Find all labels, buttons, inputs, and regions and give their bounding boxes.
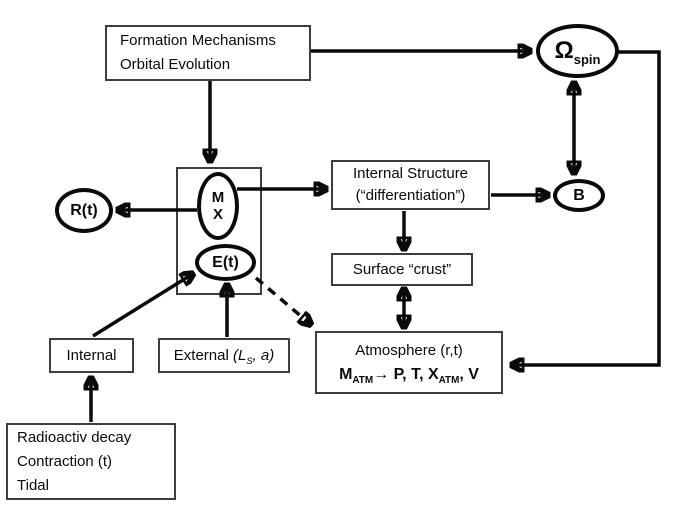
internal-structure-line1: Internal Structure [352,165,469,182]
external-rest: , a) [252,347,275,364]
spin-ellipse: Ωspin [536,24,619,78]
atmosphere-formula: MATM→ P, T, XATM, V [339,363,479,387]
atm-m-sub: ATM [352,374,374,386]
energy-label: E(t) [212,253,239,271]
energy-ellipse: E(t) [195,244,256,281]
external-label: External (LS, a) [173,347,275,366]
arrow-energy-to-atmosphere-dashed [254,276,309,323]
atm-tail: , V [459,365,479,383]
internal-label: Internal [66,347,117,364]
heat-sources-box: Radioactiv decay Contraction (t) Tidal [6,423,176,500]
mass-label: M [211,189,225,206]
internal-structure-line2: (“differentiation”) [355,187,466,204]
magnetic-field-ellipse: B [553,179,605,212]
external-energy-box: External (LS, a) [158,338,290,373]
atmosphere-line1: Atmosphere (r,t) [355,341,463,359]
heat-source-line3: Tidal [17,476,49,494]
formation-line1: Formation Mechanisms [120,32,276,49]
external-l-sub: S [246,356,253,366]
internal-structure-box: Internal Structure (“differentiation”) [331,160,490,210]
atm-mid: → P, T, X [373,365,439,383]
heat-source-line2: Contraction (t) [17,452,113,470]
omega-symbol: Ω [554,37,574,64]
magnetic-field-label: B [573,186,585,204]
composition-label: X [212,206,223,223]
heat-source-line1: Radioactiv decay [17,428,132,446]
spin-label: Ωspin [554,37,601,67]
external-l: (L [232,347,247,364]
surface-crust-box: Surface “crust” [331,253,473,286]
internal-energy-box: Internal [49,338,134,373]
atm-m: M [339,365,353,383]
formation-line2: Orbital Evolution [120,56,231,73]
atmosphere-box: Atmosphere (r,t) MATM→ P, T, XATM, V [315,331,503,394]
omega-sub: spin [573,51,601,67]
formation-mechanisms-box: Formation Mechanisms Orbital Evolution [105,25,311,81]
surface-crust-label: Surface “crust” [352,261,452,278]
external-prefix: External [173,347,233,364]
radius-ellipse: R(t) [55,188,113,233]
mass-composition-ellipse: M X [197,172,239,240]
atm-x-sub: ATM [438,374,460,386]
radius-label: R(t) [70,201,98,219]
